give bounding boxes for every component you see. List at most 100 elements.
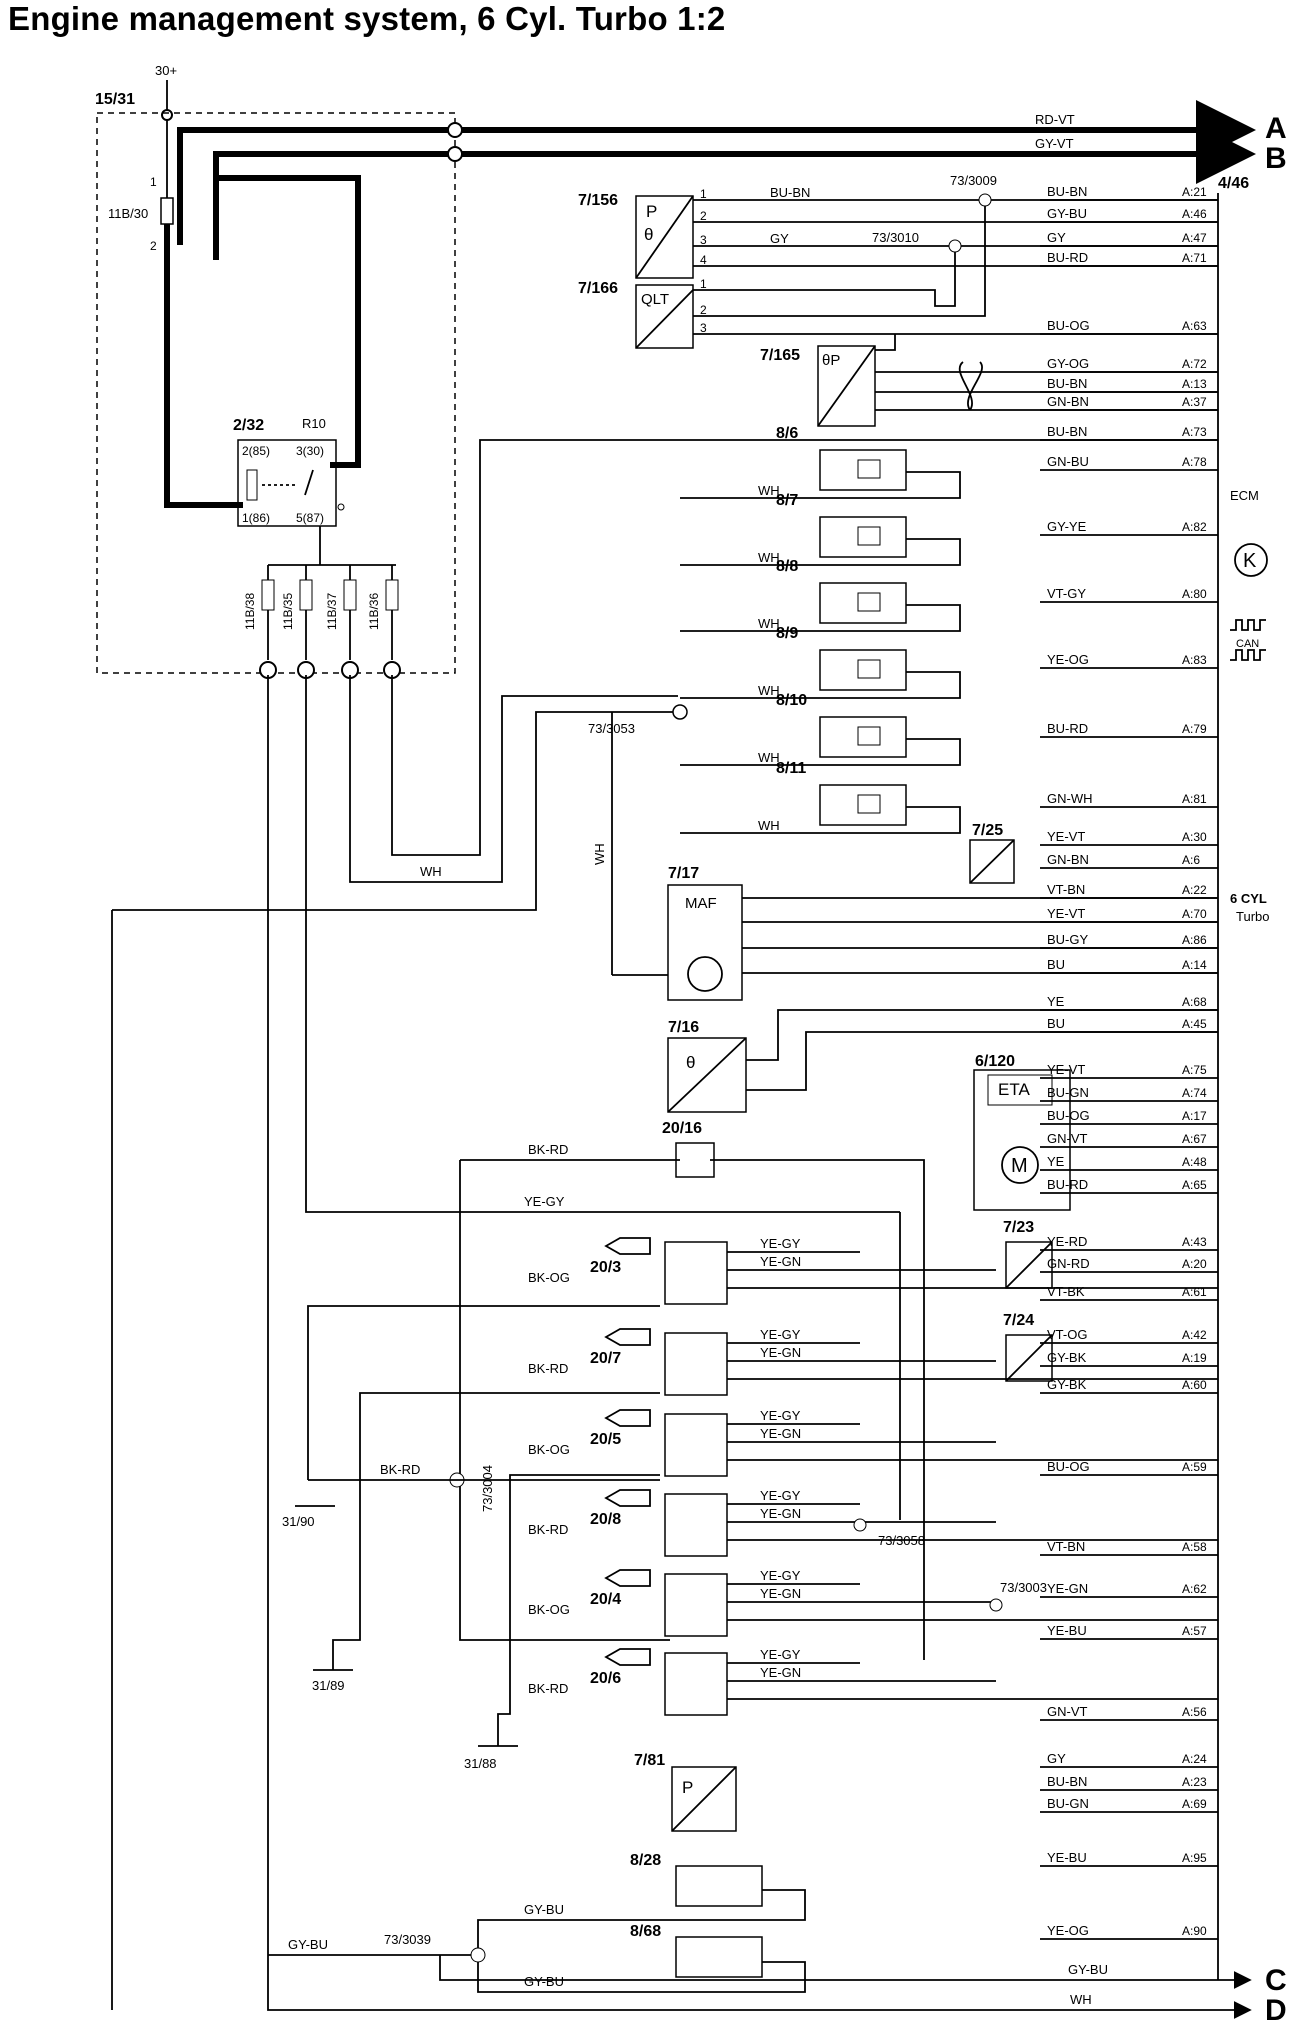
supply-module: 15/31 [95, 91, 135, 108]
fuse [343, 579, 357, 611]
c7-156-label: 7/156 [578, 192, 618, 209]
ecm-pin-wire-label: YE [1047, 1154, 1065, 1169]
ecm-variant-2: Turbo [1236, 909, 1269, 924]
ecm-pin-id: A:37 [1182, 395, 1207, 409]
coil-label: 20/6 [590, 1670, 621, 1687]
actuator-6-120 [973, 1069, 1071, 1211]
ecm-pin-wire-label: VT-OG [1047, 1327, 1087, 1342]
relay-box [237, 439, 337, 527]
c8-28-label: 8/28 [630, 1852, 661, 1869]
sensor-7-16 [667, 1037, 747, 1113]
ecm-pin-id: A:62 [1182, 1582, 1207, 1596]
coil-ground-label: BK-OG [528, 1602, 570, 1617]
spark-plug-icon [604, 1328, 651, 1346]
ecm-pin-wire-label: GN-VT [1047, 1704, 1088, 1719]
spark-plug-icon [604, 1237, 651, 1255]
coil-3 [664, 1493, 728, 1557]
ecm-pin-id: A:47 [1182, 231, 1207, 245]
pin-label: 3 [700, 233, 707, 247]
coil-wire-2: YE-GN [760, 1426, 801, 1441]
c20-16-label: 20/16 [662, 1120, 702, 1137]
eta-text: ETA [998, 1080, 1030, 1099]
injector-0 [819, 449, 907, 491]
splice-3053-label: 73/3053 [588, 721, 635, 736]
bk-rd-trunk [459, 1160, 670, 1641]
sensor-7-156-diag [635, 195, 694, 279]
ecm-pin-wire-label: BU [1047, 1016, 1065, 1031]
ecm-pin-wire-label: BU [1047, 957, 1065, 972]
ecm-pin-id: A:13 [1182, 377, 1207, 391]
twisted-pair-icon [958, 361, 983, 411]
ecm-pin-id: A:56 [1182, 1705, 1207, 1719]
ecm-pin-wire-label: VT-BN [1047, 1539, 1085, 1554]
output-a-wire-label: RD-VT [1035, 112, 1075, 127]
wire-gy-bu-1: GY-BU [524, 1902, 564, 1917]
injector-coil-icon [857, 659, 881, 679]
ground-3190-trunk [307, 1305, 660, 1480]
ecm-pin-wire-label: GN-WH [1047, 791, 1093, 806]
ecm-pin-wire-label: YE [1047, 994, 1065, 1009]
injector-2 [819, 582, 907, 624]
injector-wh-wire [680, 604, 961, 632]
fuse [261, 579, 275, 611]
relay-feed-wire [164, 224, 243, 508]
output-b-letter: B [1265, 142, 1287, 175]
ecm-pin-id: A:60 [1182, 1378, 1207, 1392]
output-b-node [447, 146, 463, 162]
ecm-pin-id: A:90 [1182, 1924, 1207, 1938]
coil-4 [664, 1573, 728, 1637]
splice-3039 [470, 1947, 486, 1963]
ecm-pin-id: A:67 [1182, 1132, 1207, 1146]
spark-plug-icon [604, 1489, 651, 1507]
injector-wh-wire [680, 471, 961, 499]
ecm-pin-id: A:95 [1182, 1851, 1207, 1865]
ecm-pin-wire-label: BU-OG [1047, 318, 1090, 333]
ecm-pin-id: A:79 [1182, 722, 1207, 736]
ecm-pin-id: A:14 [1182, 958, 1207, 972]
ground-3189-label: 31/89 [312, 1678, 345, 1693]
ecm-pin-wire-label: BU-OG [1047, 1459, 1090, 1474]
coil-wire-2: YE-GN [760, 1345, 801, 1360]
pin-label: 4 [700, 253, 707, 267]
injector-label: 8/8 [776, 558, 798, 575]
injector-wh-wire [680, 806, 961, 834]
pin-label: 2 [150, 239, 157, 253]
ecm-pin-wire-label: YE-VT [1047, 906, 1085, 921]
ecm-pin-id: A:20 [1182, 1257, 1207, 1271]
c7-165-label: 7/165 [760, 347, 800, 364]
ecm-pin-id: A:22 [1182, 883, 1207, 897]
fuse-main [160, 197, 174, 225]
ecm-pin-id: A:83 [1182, 653, 1207, 667]
sensor-7-25-diag [969, 839, 1015, 884]
sensor-7-166-text: QLT [641, 291, 669, 308]
injector-wh-wire [680, 738, 961, 766]
injector-coil-icon [857, 459, 881, 479]
injector-coil-icon [857, 726, 881, 746]
sensor-7-166-diag [635, 289, 694, 349]
ecm-pin-id: A:46 [1182, 207, 1207, 221]
fuse-label: 11B/38 [243, 593, 257, 630]
splice-3010-label: 73/3010 [872, 230, 919, 245]
injector-5 [819, 784, 907, 826]
coil-label: 20/7 [590, 1350, 621, 1367]
spark-plug-icon [604, 1648, 651, 1666]
coil-label: 20/3 [590, 1259, 621, 1276]
c7-23-label: 7/23 [1003, 1219, 1034, 1236]
ecm-pin-id: A:75 [1182, 1063, 1207, 1077]
coil-ground-label: BK-RD [528, 1681, 568, 1696]
ecm-pin-wire-label: YE-OG [1047, 1923, 1089, 1938]
ecm-pin-wire-label: GN-RD [1047, 1256, 1090, 1271]
ecm-label: ECM [1230, 488, 1259, 503]
fuse-35-wire [305, 675, 900, 1213]
coil-wire-1: YE-GY [760, 1327, 801, 1342]
coil-1 [664, 1332, 728, 1396]
coil-5 [664, 1652, 728, 1716]
ecm-pin-id: A:65 [1182, 1178, 1207, 1192]
ecm-pin-id: A:78 [1182, 455, 1207, 469]
output-c-wire-label: GY-BU [1068, 1962, 1108, 1977]
splice-3004-label: 73/3004 [480, 1465, 495, 1512]
output-a-node [447, 122, 463, 138]
